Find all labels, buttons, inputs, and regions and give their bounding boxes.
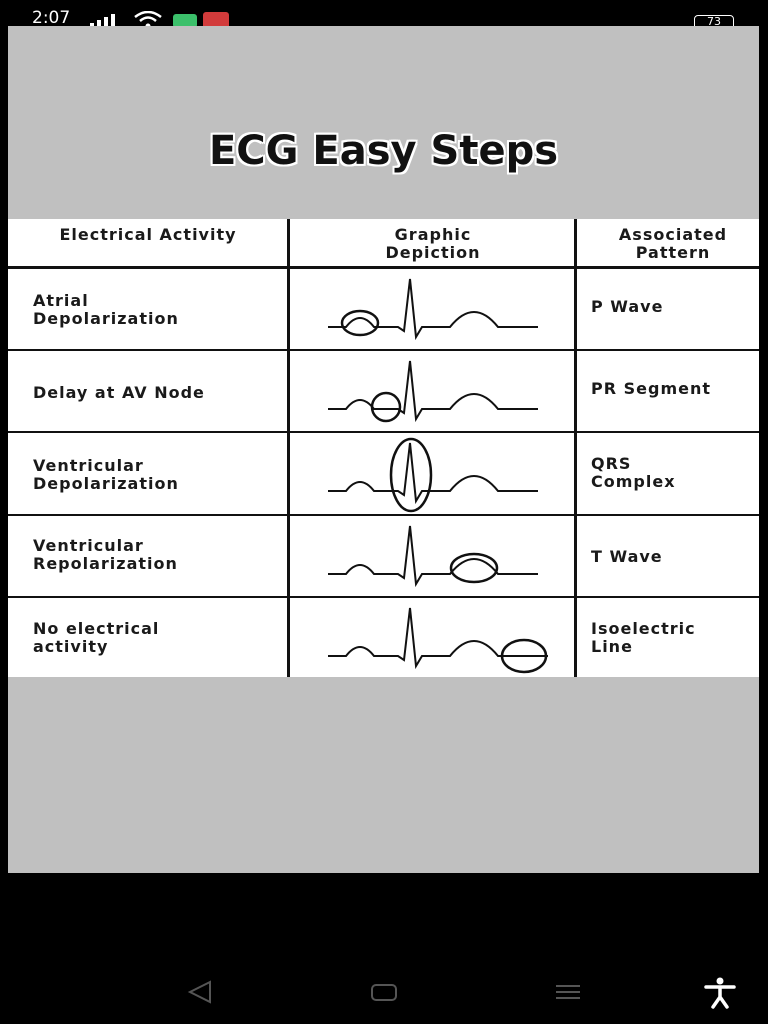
home-icon[interactable] bbox=[364, 972, 404, 1012]
row-pattern: PR Segment bbox=[591, 379, 712, 398]
row-activity: Atrial Depolarization bbox=[33, 291, 179, 328]
navigation-bar bbox=[0, 960, 768, 1024]
accessibility-icon[interactable] bbox=[700, 972, 740, 1012]
row-divider bbox=[8, 431, 759, 433]
row-pattern: T Wave bbox=[591, 547, 663, 566]
ecg-table: Electrical Activity Graphic Depiction As… bbox=[8, 219, 759, 677]
row-divider bbox=[8, 266, 759, 269]
header-electrical-activity: Electrical Activity bbox=[59, 225, 237, 244]
row-divider bbox=[8, 596, 759, 598]
column-divider bbox=[574, 219, 577, 677]
row-activity: Delay at AV Node bbox=[33, 383, 205, 402]
ecg-pr-segment-depiction bbox=[328, 360, 538, 423]
row-divider bbox=[8, 349, 759, 351]
status-time: 2:07 bbox=[32, 8, 71, 28]
header-associated-pattern: Associated Pattern bbox=[618, 225, 728, 262]
row-pattern: QRS Complex bbox=[591, 454, 676, 491]
app-notification-icon bbox=[173, 14, 197, 28]
back-icon[interactable] bbox=[180, 972, 220, 1012]
header-graphic-depiction: Graphic Depiction bbox=[385, 225, 481, 262]
row-activity: No electrical activity bbox=[33, 619, 160, 656]
ecg-t-wave-depiction bbox=[328, 525, 538, 588]
row-pattern: P Wave bbox=[591, 297, 664, 316]
recents-icon[interactable] bbox=[548, 972, 588, 1012]
row-divider bbox=[8, 514, 759, 516]
row-pattern: Isoelectric Line bbox=[591, 619, 696, 656]
column-divider bbox=[287, 219, 290, 677]
ecg-isoelectric-line-depiction bbox=[328, 607, 548, 674]
row-activity: Ventricular Repolarization bbox=[33, 536, 178, 573]
ecg-qrs-complex-depiction bbox=[328, 437, 538, 513]
status-bar: 2:07 73 bbox=[0, 0, 768, 30]
app-notification-icon bbox=[203, 12, 229, 30]
post-title: ECG Easy Steps bbox=[208, 128, 559, 174]
ecg-p-wave-depiction bbox=[328, 278, 538, 341]
row-activity: Ventricular Depolarization bbox=[33, 456, 179, 493]
signal-icon bbox=[90, 14, 115, 28]
